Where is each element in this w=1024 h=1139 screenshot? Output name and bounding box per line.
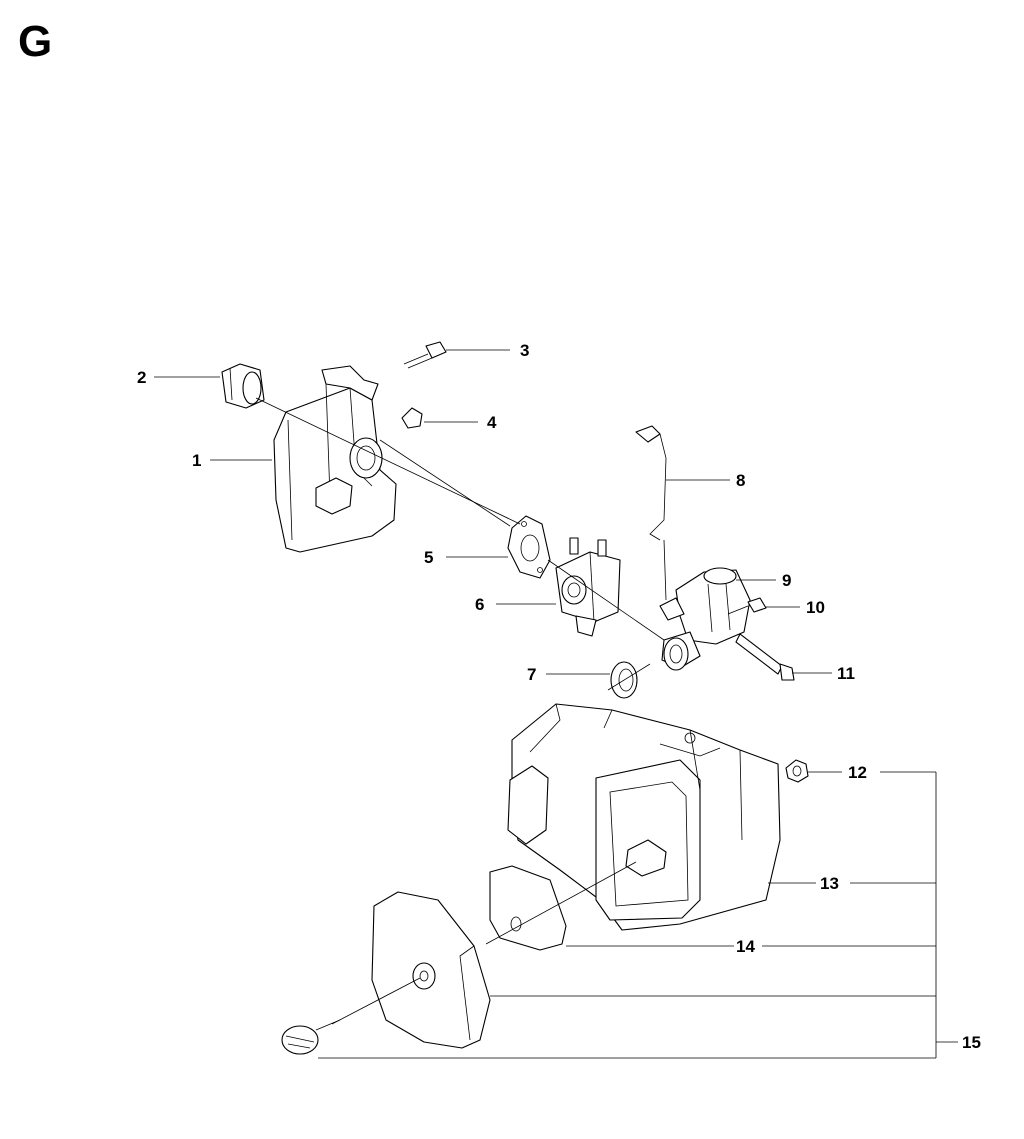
part-1-housing xyxy=(273,365,397,553)
callout-5: 5 xyxy=(424,548,433,567)
callout-13: 13 xyxy=(820,874,839,893)
part-9-manifold xyxy=(659,567,751,671)
callout-7: 7 xyxy=(527,665,536,684)
callout-8: 8 xyxy=(736,471,745,490)
axis-line-mid xyxy=(547,559,665,641)
part-knob xyxy=(281,1019,341,1055)
part-filter-cover xyxy=(371,891,491,1049)
part-10-screw xyxy=(727,597,767,615)
part-3-screw xyxy=(403,341,447,369)
callout-12: 12 xyxy=(848,763,867,782)
part-13-filter-housing xyxy=(507,703,781,931)
axis-line-upper xyxy=(255,397,521,525)
section-letter: G xyxy=(18,17,53,66)
callout-10: 10 xyxy=(806,598,825,617)
callout-15: 15 xyxy=(962,1033,981,1052)
part-11-bolt xyxy=(735,633,795,681)
part-12-nut xyxy=(785,759,809,783)
callout-4: 4 xyxy=(487,413,497,432)
axis-line-lower xyxy=(331,977,421,1025)
axis-line-upper-2 xyxy=(379,439,511,527)
part-2-sleeve xyxy=(221,363,265,409)
callout-9: 9 xyxy=(782,571,791,590)
part-5-gasket xyxy=(507,515,551,579)
callout-3: 3 xyxy=(520,341,529,360)
callout-1: 1 xyxy=(192,451,201,470)
callout-2: 2 xyxy=(137,368,146,387)
callout-14: 14 xyxy=(736,937,755,956)
axis-line-rod xyxy=(663,539,667,601)
callout-11: 11 xyxy=(837,664,855,683)
axis-line-ring xyxy=(607,663,651,691)
part-14-filter-element xyxy=(489,865,567,951)
part-4-nut xyxy=(401,407,423,429)
part-6-carburetor xyxy=(555,537,621,637)
axis-line-lower-2 xyxy=(485,861,637,945)
callout-6: 6 xyxy=(475,595,484,614)
part-8-rod xyxy=(635,425,667,541)
